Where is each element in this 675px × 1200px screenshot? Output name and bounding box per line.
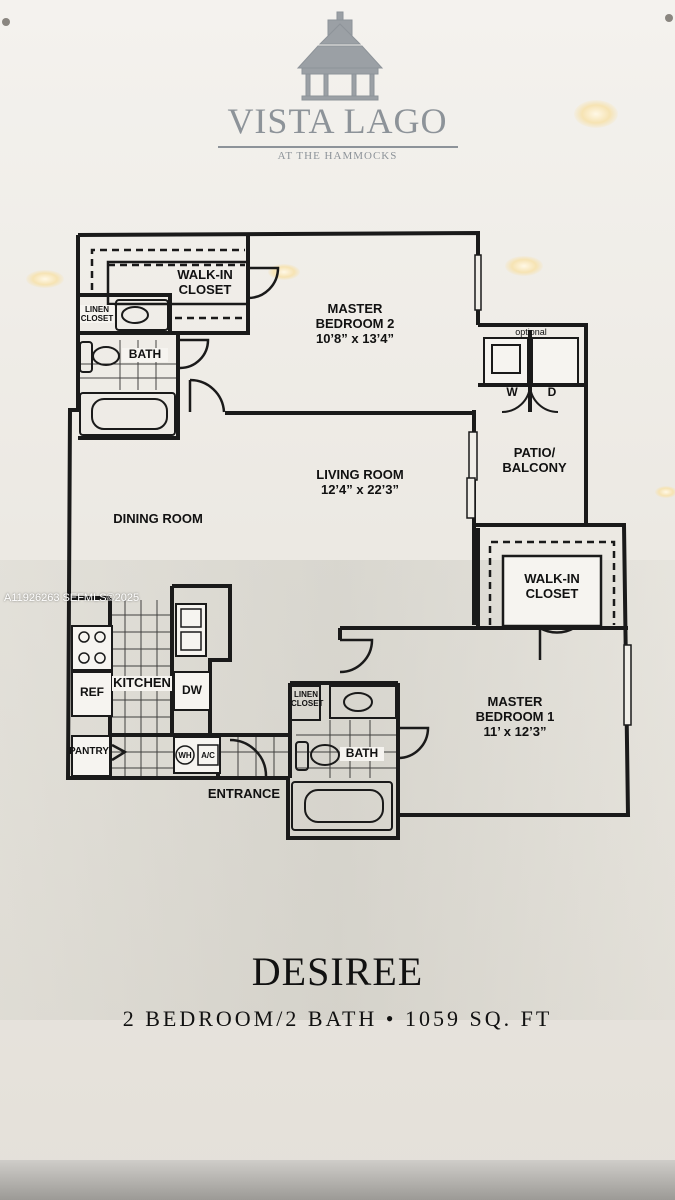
listing-watermark: A11926263 SEFMLS©2025 [4, 592, 140, 604]
wall-left [65, 235, 290, 780]
pantry-icon [71, 735, 111, 777]
refrigerator-label: REF [80, 685, 104, 699]
kitchen-label: KITCHEN [112, 675, 172, 691]
bath-bottom-label: BATH [340, 746, 384, 761]
sink-icon [115, 299, 169, 331]
sink-icon [329, 685, 397, 719]
bath-top-label: BATH [122, 347, 168, 362]
dining-room-label: DINING ROOM [113, 511, 203, 526]
pantry-label: PANTRY [69, 746, 109, 757]
door-swing [538, 626, 575, 660]
refrigerator-icon [71, 671, 113, 717]
ceiling-light-reflection [26, 270, 64, 288]
ceiling-light-reflection [505, 256, 543, 276]
bathtub-icon [79, 392, 176, 436]
water-heater-label: WH [178, 751, 192, 760]
ceiling-light-reflection [655, 486, 675, 498]
wall-right-bottom [286, 323, 631, 840]
screw-icon [665, 14, 673, 22]
entrance-label: ENTRANCE [207, 786, 281, 801]
dryer-label: D [547, 385, 557, 399]
stove-icon [71, 625, 113, 671]
ac-label: A/C [201, 751, 215, 760]
closet-rod [488, 540, 616, 625]
floor-plan-summary: 2 BEDROOM/2 BATH • 1059 SQ. FT [122, 1006, 553, 1031]
toilet-icon [310, 744, 340, 766]
frame-edge [0, 1160, 675, 1200]
ceiling-light-reflection [574, 100, 618, 128]
entrance-door-swing [229, 738, 268, 777]
dryer-icon [531, 337, 579, 385]
washer-label: W [506, 385, 518, 399]
toilet-icon [92, 346, 120, 366]
door-swing [188, 378, 226, 413]
water-heater-ac-icon [173, 736, 221, 774]
closet-rod [90, 248, 245, 290]
floor-plan-name: DESIREE [251, 949, 424, 994]
optional-label: optional [515, 327, 547, 337]
screw-icon [2, 18, 10, 26]
door-swing [397, 726, 430, 760]
door-swing [179, 338, 210, 370]
brand-divider [218, 146, 458, 148]
dishwasher-label: DW [182, 683, 202, 697]
gazebo-logo-icon [296, 11, 384, 101]
wall-bath-top [78, 333, 180, 440]
door-swing [339, 638, 374, 674]
dishwasher-icon [173, 671, 211, 711]
bathtub-icon [291, 781, 393, 831]
door-swing [247, 266, 280, 300]
floor-plan [65, 230, 632, 840]
patio-balcony-label: PATIO/BALCONY [502, 445, 567, 475]
brand-name: VISTA LAGO [227, 101, 448, 141]
brand-tagline: AT THE HAMMOCKS [277, 150, 398, 162]
